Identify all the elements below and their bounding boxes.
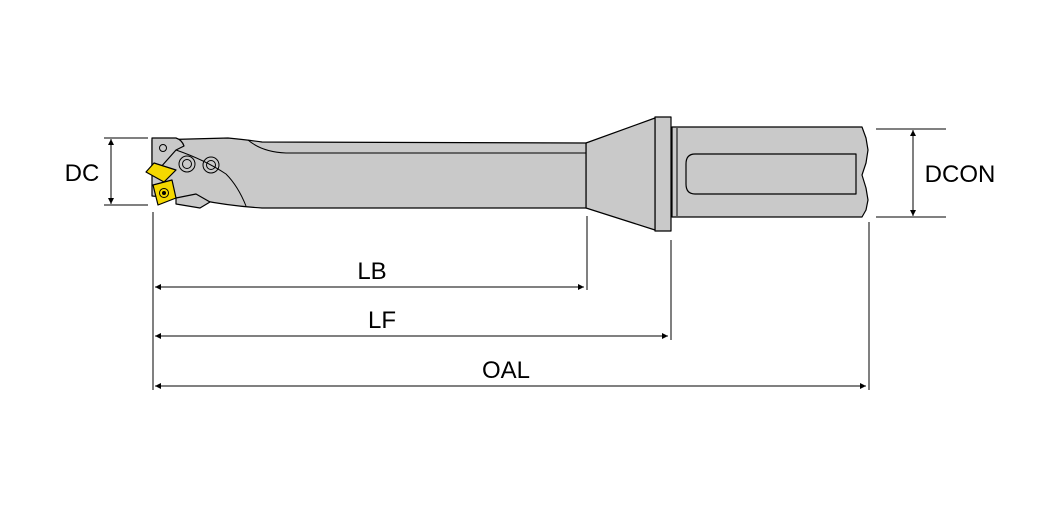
- shank-flat: [685, 153, 857, 195]
- flange: [654, 116, 672, 232]
- oal-label: OAL: [482, 357, 530, 384]
- drill-point: [175, 193, 211, 209]
- insert-upper: [145, 162, 177, 183]
- screw-icon: [202, 156, 220, 174]
- extension-lines: [104, 128, 946, 390]
- drill-tool: [145, 116, 869, 232]
- taper-cone: [585, 117, 656, 231]
- coolant-hole-icon: [159, 144, 167, 152]
- insert-screw-icon: [159, 188, 169, 198]
- lb-label: LB: [357, 258, 386, 285]
- body-contour: [247, 139, 586, 154]
- lf-label: LF: [368, 307, 396, 334]
- dc-label: DC: [65, 160, 100, 187]
- dcon-label: DCON: [925, 161, 996, 188]
- screw-icon: [178, 155, 196, 173]
- flute-curve: [175, 149, 247, 207]
- tool-body: [151, 137, 587, 209]
- dimension-lines: [108, 130, 916, 389]
